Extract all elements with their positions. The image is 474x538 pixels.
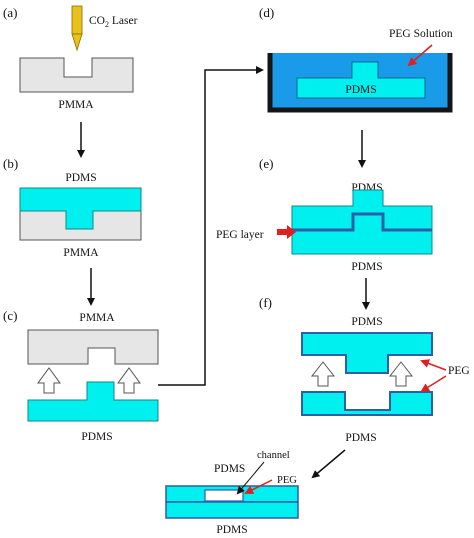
peg-layer-e xyxy=(292,212,432,232)
pdms-label-e-bottom: PDMS xyxy=(351,261,382,273)
laser-nozzle-icon xyxy=(71,5,83,52)
pdms-label-f-bottom: PDMS xyxy=(345,432,376,444)
pdms-label-f-top: PDMS xyxy=(351,316,382,328)
panel-label-c: (c) xyxy=(3,308,17,323)
panel-label-d: (d) xyxy=(259,5,274,20)
peg-label-f: PEG xyxy=(448,365,470,377)
hollow-up-arrow-icon xyxy=(117,367,141,394)
panel-label-f: (f) xyxy=(259,295,272,310)
pmma-mold-c xyxy=(27,329,159,365)
pmma-label-c: PMMA xyxy=(79,312,115,324)
pdms-label-d: PDMS xyxy=(345,84,376,96)
pmma-label-b: PMMA xyxy=(63,247,99,259)
peg-label-final: PEG xyxy=(277,475,297,486)
panel-label-b: (b) xyxy=(3,156,18,171)
pmma-block-a xyxy=(19,57,134,93)
pdms-bottom-piece-f xyxy=(301,391,433,416)
pdms-coated-e xyxy=(291,189,433,255)
pdms-in-solution-d xyxy=(296,61,426,99)
pdms-label-final-bottom: PDMS xyxy=(216,524,247,536)
panel-label-a: (a) xyxy=(3,5,17,20)
bonded-chip-final xyxy=(165,485,299,519)
red-arrow-icon xyxy=(420,375,447,393)
laser-label: CO2 Laser xyxy=(89,15,138,29)
pdms-cast-b xyxy=(19,187,142,230)
arrow-c-to-d xyxy=(158,66,264,386)
channel-pointer-arrow xyxy=(236,461,265,495)
hollow-up-arrow-icon xyxy=(37,367,61,394)
pdms-label-final-top: PDMS xyxy=(214,463,245,475)
red-arrow-icon xyxy=(407,44,433,67)
channel-label: channel xyxy=(257,450,290,461)
pdms-label-c: PDMS xyxy=(81,431,112,443)
red-arrow-icon xyxy=(277,225,296,239)
pdms-label-b: PDMS xyxy=(65,172,96,184)
panel-label-e: (e) xyxy=(259,156,273,171)
pdms-top-piece-f xyxy=(301,332,433,374)
red-arrow-icon xyxy=(244,479,273,494)
hollow-up-arrow-icon xyxy=(388,361,414,387)
arrow-f-to-final xyxy=(311,449,346,479)
peg-solution-label: PEG Solution xyxy=(389,28,453,40)
pdms-replica-c xyxy=(27,381,159,422)
peg-layer-label: PEG layer xyxy=(216,229,264,241)
red-arrow-icon xyxy=(420,359,447,371)
hollow-up-arrow-icon xyxy=(310,361,336,387)
pmma-label-a: PMMA xyxy=(58,99,94,111)
